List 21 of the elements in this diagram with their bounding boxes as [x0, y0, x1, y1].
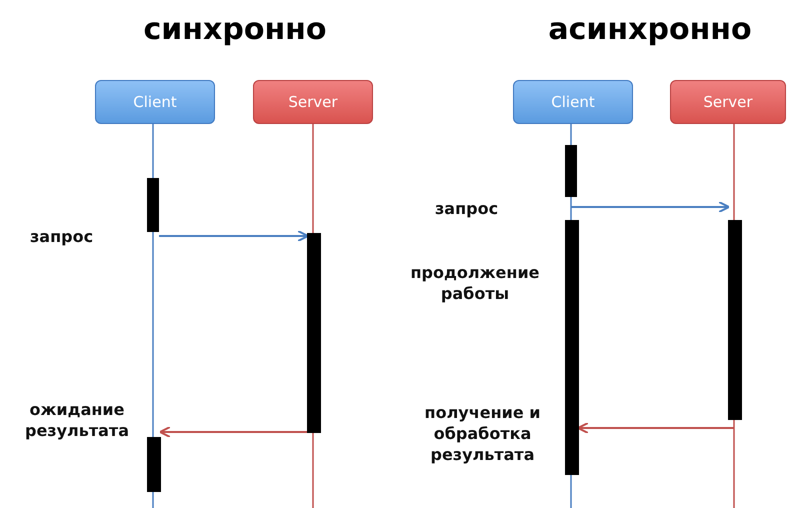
activation-bar — [565, 220, 579, 475]
activation-bar — [565, 145, 577, 197]
activation-bar — [147, 178, 159, 232]
message-arrow — [159, 426, 307, 438]
message-arrow — [571, 201, 730, 213]
note-text: запрос — [30, 227, 94, 248]
participant-box: Server — [670, 80, 786, 124]
note-text: запрос — [435, 199, 498, 220]
participant-box: Client — [95, 80, 215, 124]
heading: асинхронно — [548, 12, 752, 47]
activation-bar — [307, 233, 321, 433]
activation-bar — [147, 437, 161, 492]
note-text: продолжение работы — [409, 263, 541, 305]
participant-box: Client — [513, 80, 633, 124]
note-text: ожидание результата — [24, 400, 130, 442]
message-arrow — [159, 230, 309, 242]
participant-box: Server — [253, 80, 373, 124]
message-arrow — [577, 422, 734, 434]
heading: синхронно — [143, 12, 327, 47]
activation-bar — [728, 220, 742, 420]
note-text: получение и обработка результата — [424, 403, 542, 466]
